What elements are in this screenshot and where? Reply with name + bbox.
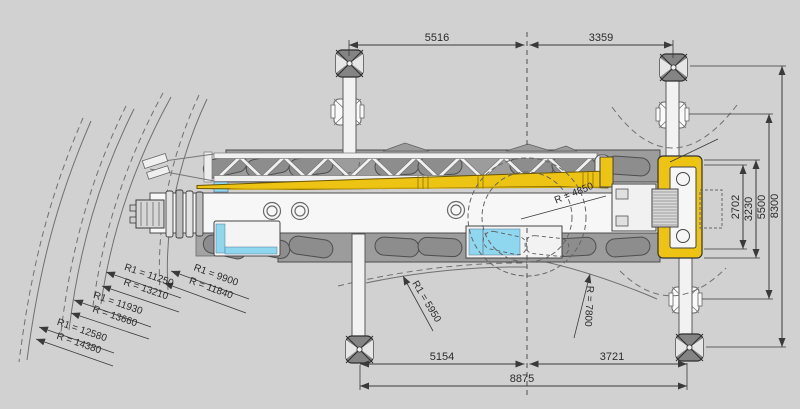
operator-cab (465, 225, 563, 259)
ghost-attachment (699, 189, 723, 229)
center-radius-leader (520, 195, 607, 220)
dim-right-8300-label: 8300 (769, 194, 781, 218)
dim-bottom-right-label: 3721 (600, 351, 624, 363)
fender (382, 142, 430, 152)
superstructure (599, 155, 723, 259)
radiator-grille (651, 188, 679, 228)
dimensions-bottom: 5154 3721 8875 (359, 351, 688, 390)
dim-right-2702-label: 2702 (730, 195, 742, 219)
deck-portholes (262, 200, 466, 221)
outrigger-beam-front-bottom (351, 233, 366, 349)
hook-block (129, 199, 165, 229)
dim-right-3230-label: 3230 (743, 197, 755, 221)
driver-cab (213, 220, 281, 257)
outrigger-pad-front-bottom (345, 335, 374, 364)
dimensions-top: 5516 3359 (348, 32, 674, 58)
leader-line (669, 138, 719, 163)
radius-bottom-r-7800: R = 7800 (582, 285, 595, 327)
fender (505, 143, 552, 152)
jib-tip (141, 152, 169, 170)
dim-top-right-label: 3359 (589, 32, 613, 44)
dimensions-right: 2702 3230 5500 8300 (669, 65, 786, 348)
boom-head (129, 189, 204, 239)
telescopic-boom (196, 170, 609, 191)
outrigger-pad-rear-top (659, 53, 688, 82)
boom-section-joints (417, 172, 594, 189)
dim-bottom-left-label: 5154 (430, 351, 454, 363)
dim-top-left-label: 5516 (425, 32, 449, 44)
dim-bottom-total-label: 8875 (510, 373, 534, 385)
outriggers (330, 49, 704, 364)
outrigger-pad-front-top (335, 49, 364, 78)
dim-right-5500-label: 5500 (756, 195, 768, 219)
fender (550, 145, 578, 152)
outrigger-pad-rear-bottom (675, 333, 704, 362)
